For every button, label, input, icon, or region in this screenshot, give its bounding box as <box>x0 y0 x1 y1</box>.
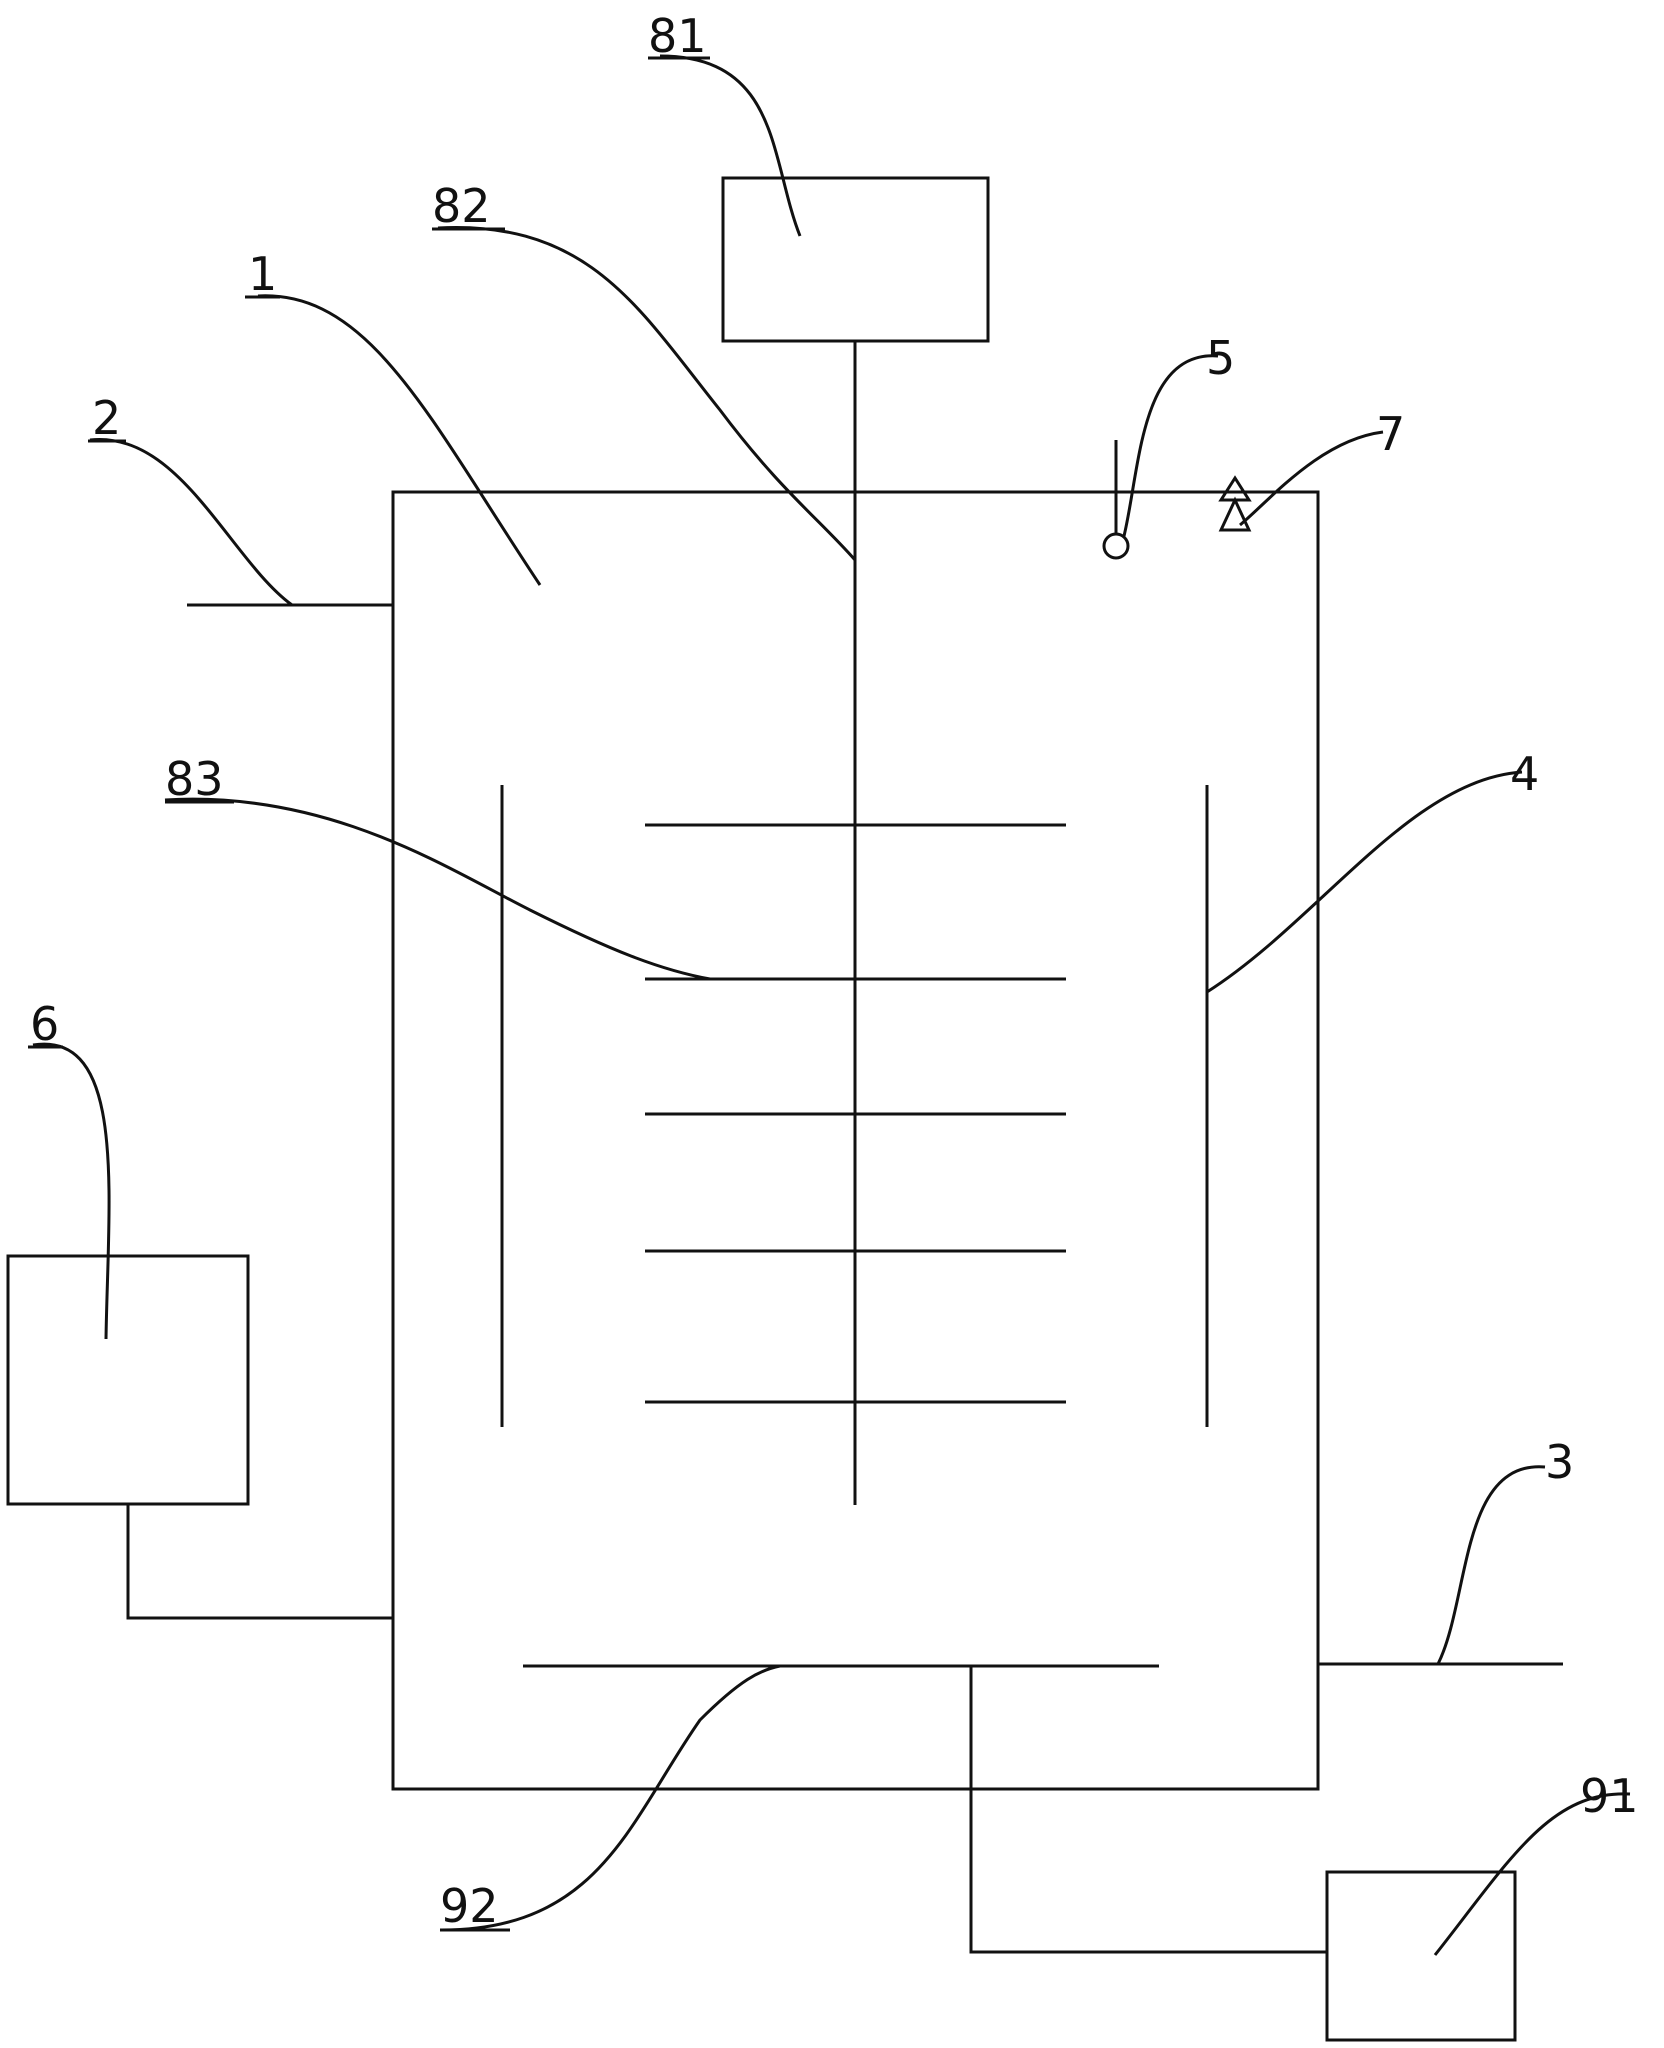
sensor-probe <box>1102 440 1130 560</box>
box-91 <box>1325 1870 1517 2042</box>
valve-symbol <box>1218 475 1252 532</box>
label-2: 2 <box>92 391 121 445</box>
label-7: 7 <box>1376 407 1405 461</box>
label-3: 3 <box>1545 1435 1574 1489</box>
stirring-blades <box>645 823 1066 1404</box>
label-5: 5 <box>1206 331 1235 385</box>
box-6 <box>6 1254 250 1506</box>
pipe-6 <box>126 1504 393 1620</box>
label-4: 4 <box>1510 747 1539 801</box>
label-83: 83 <box>165 752 224 806</box>
label-6: 6 <box>30 997 59 1051</box>
pipe-91 <box>969 1666 1327 1954</box>
motor-box <box>721 176 990 343</box>
label-82: 82 <box>432 179 491 233</box>
label-1: 1 <box>248 247 277 301</box>
label-81: 81 <box>648 9 707 63</box>
label-92: 92 <box>440 1879 499 1933</box>
leader-lines <box>32 54 1631 1956</box>
label-91: 91 <box>1580 1769 1639 1823</box>
